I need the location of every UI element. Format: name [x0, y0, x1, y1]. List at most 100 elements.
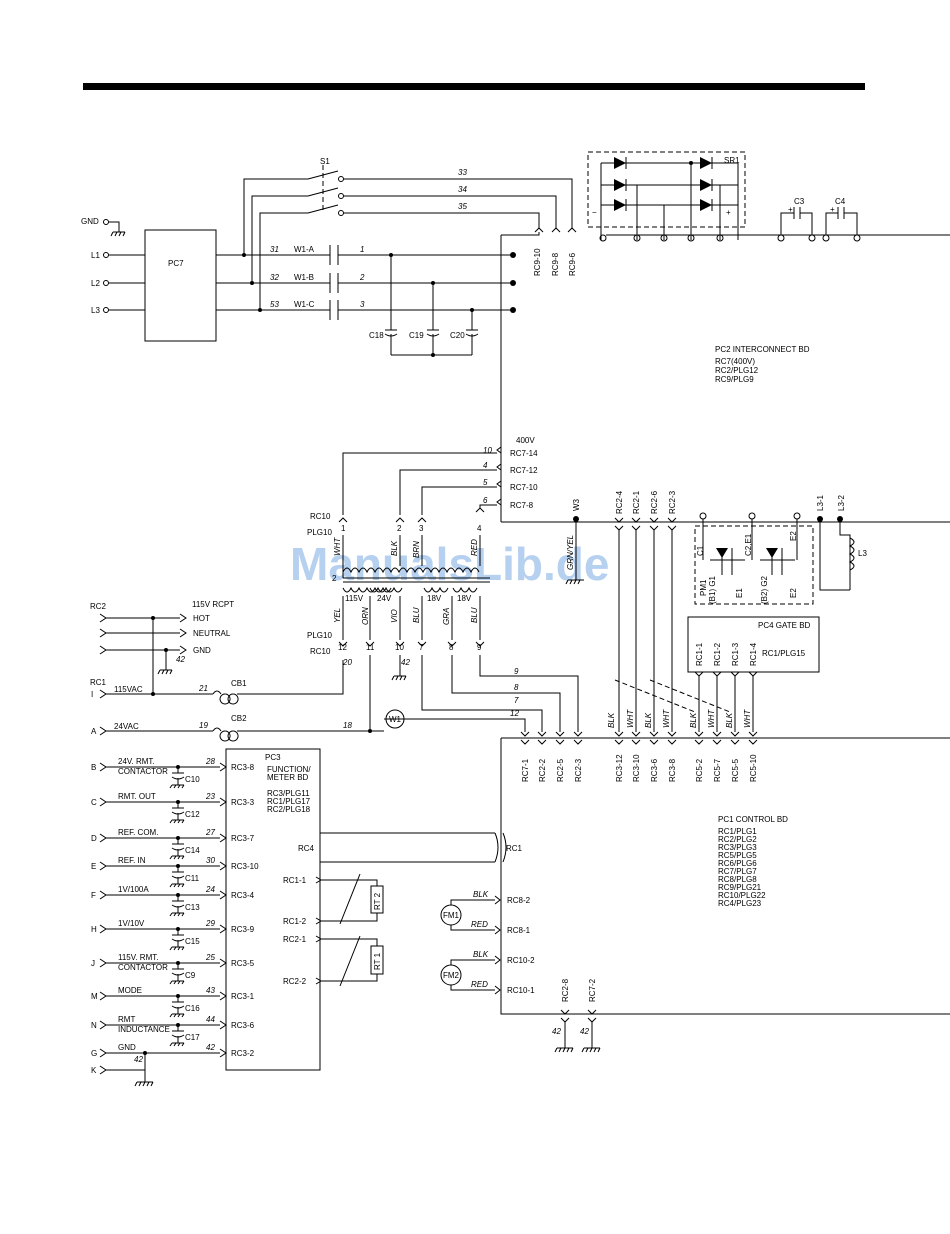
- rc2-1-label: RC2-1: [632, 490, 641, 514]
- rc3-rc5-connectors: BLK WHT BLK WHT BLK WHT BLK WHT RC3-12 R…: [407, 655, 950, 782]
- pc3-wire-1: 23: [205, 792, 215, 801]
- pc2-line1: RC7(400V): [715, 357, 755, 366]
- pc3-pin-c: C: [91, 798, 97, 807]
- pc3-cap-7: C16: [185, 1004, 200, 1013]
- pc3-rc-2: RC3-7: [231, 834, 255, 843]
- pc3-pin-m: M: [91, 992, 98, 1001]
- pc4-block: [687, 616, 820, 673]
- rcpt-hot: HOT: [193, 614, 210, 623]
- receptacle-section: RC2 115V RCPT HOT NEUTRAL GND 42 RC1 I 1…: [90, 600, 407, 742]
- color-blu-a: BLU: [412, 607, 421, 623]
- input-gnd-terminal: [103, 219, 109, 225]
- pin-8: 8: [449, 643, 454, 652]
- e2-label-lower: E2: [789, 588, 798, 598]
- pc3-rc1-2: RC1-2: [283, 917, 307, 926]
- rc2-3-mid-label: RC2-3: [574, 758, 583, 782]
- contactor-w1c: W1-C: [294, 300, 315, 309]
- rc5-color-2: BLK: [725, 712, 734, 728]
- rc7-8-wire: 6: [483, 496, 488, 505]
- color-orn: ORN: [361, 607, 370, 625]
- input-l3-terminal: [103, 307, 109, 313]
- pc3-pin-b: B: [91, 763, 96, 772]
- sr1-box: [587, 151, 746, 228]
- rc7-12-label: RC7-12: [510, 466, 538, 475]
- pc3-cap-4: C13: [185, 903, 200, 912]
- l3-2-label: L3-2: [837, 494, 846, 511]
- pc3-wire-7: 43: [206, 986, 215, 995]
- pin-i: I: [91, 690, 93, 699]
- v24-label: 24VAC: [114, 722, 139, 731]
- sr1-rectifier: SR1 − + C3 C4 + +: [587, 151, 950, 242]
- input-l2-label: L2: [91, 279, 100, 288]
- pc3-cap-symbol-5: [169, 929, 185, 951]
- pc3-cap-symbol-6: [169, 963, 185, 985]
- input-gnd-label: GND: [81, 217, 99, 226]
- e1-label: E1: [735, 588, 744, 598]
- pc1-line-9: RC10/PLG22: [718, 891, 766, 900]
- wire-35: 35: [458, 202, 467, 211]
- color-wht: WHT: [333, 537, 342, 556]
- pc4-rc1-4: RC1-4: [749, 642, 758, 666]
- sr1-plus: +: [726, 208, 731, 217]
- pc3-rc2: RC2/PLG18: [267, 805, 311, 814]
- pc1-line-1: RC1/PLG1: [718, 827, 757, 836]
- w1-label: W1: [389, 715, 402, 724]
- rc7-14-wire: 10: [483, 446, 492, 455]
- rcpt-gnd: GND: [193, 646, 211, 655]
- primary-start: 2: [332, 574, 337, 583]
- wire-21: 21: [198, 684, 208, 693]
- pc3-cap-symbol-3: [169, 866, 185, 888]
- pc3-rc-4: RC3-4: [231, 891, 255, 900]
- rc3-6-label: RC3-6: [650, 758, 659, 782]
- pc3-rc-3: RC3-10: [231, 862, 259, 871]
- pc3-wire-5: 29: [205, 919, 215, 928]
- pc7-block: [144, 229, 217, 342]
- rc2-5-label: RC2-5: [556, 758, 565, 782]
- pin-10: 10: [395, 643, 404, 652]
- rc3-10-label: RC3-10: [632, 754, 641, 782]
- pin-2: 2: [397, 524, 402, 533]
- pc3-wire-3: 30: [206, 856, 215, 865]
- pc1-line-10: RC4/PLG23: [718, 899, 762, 908]
- wire-34: 34: [458, 185, 467, 194]
- pc3-pin-j: J: [91, 959, 95, 968]
- pc3-section: PC3 FUNCTION/ METER BD RC3/PLG11 RC1/PLG…: [91, 748, 523, 1087]
- sr1-label: SR1: [724, 156, 740, 165]
- c19-label: C19: [409, 331, 424, 340]
- pc3-rc-0: RC3-8: [231, 763, 255, 772]
- pc3-pin-f: F: [91, 891, 96, 900]
- fan-2-wiring: [450, 955, 501, 995]
- c4-label: C4: [835, 197, 846, 206]
- e2-label: E2: [789, 531, 798, 541]
- pc3-block: [225, 748, 321, 1071]
- pc3-pin-n: N: [91, 1021, 97, 1030]
- rc2-top-connectors: RC2-4 RC2-1 RC2-6 RC2-3: [614, 490, 677, 732]
- pc3-rc-8: RC3-6: [231, 1021, 255, 1030]
- rc2-4-label: RC2-4: [615, 490, 624, 514]
- pc3-cap-6: C9: [185, 971, 196, 980]
- color-vio: VIO: [390, 609, 399, 623]
- rc3-12-label: RC3-12: [615, 754, 624, 782]
- rc9-6-label: RC9-6: [568, 252, 577, 276]
- pc3-func: FUNCTION/: [267, 765, 311, 774]
- xfmr-gnd-42: 42: [401, 658, 410, 667]
- fan-2-blk: BLK: [473, 950, 489, 959]
- volt-18v-a: 18V: [427, 594, 442, 603]
- pc3-desc-5: 1V/10V: [118, 919, 145, 928]
- pc3-cap-symbol-0: [169, 767, 185, 789]
- rc2-2-label: RC2-2: [538, 758, 547, 782]
- color-blk: BLK: [390, 540, 399, 556]
- rc10-top: RC10: [310, 512, 331, 521]
- rc7-10-label: RC7-10: [510, 483, 538, 492]
- color-gra: GRA: [442, 608, 451, 625]
- rc5-2-label: RC5-2: [695, 758, 704, 782]
- rc7-10-wire: 5: [483, 478, 488, 487]
- pc1-line-5: RC6/PLG6: [718, 859, 757, 868]
- pc3-cap-2: C14: [185, 846, 200, 855]
- fan-2-rc-b: RC10-1: [507, 986, 535, 995]
- pc3-desc2-8: INDUCTANCE: [118, 1025, 170, 1034]
- c18-label: C18: [369, 331, 384, 340]
- fan-1-wiring: [450, 895, 501, 935]
- rt1-label: RT 1: [373, 952, 382, 970]
- rc3-8-label: RC3-8: [668, 758, 677, 782]
